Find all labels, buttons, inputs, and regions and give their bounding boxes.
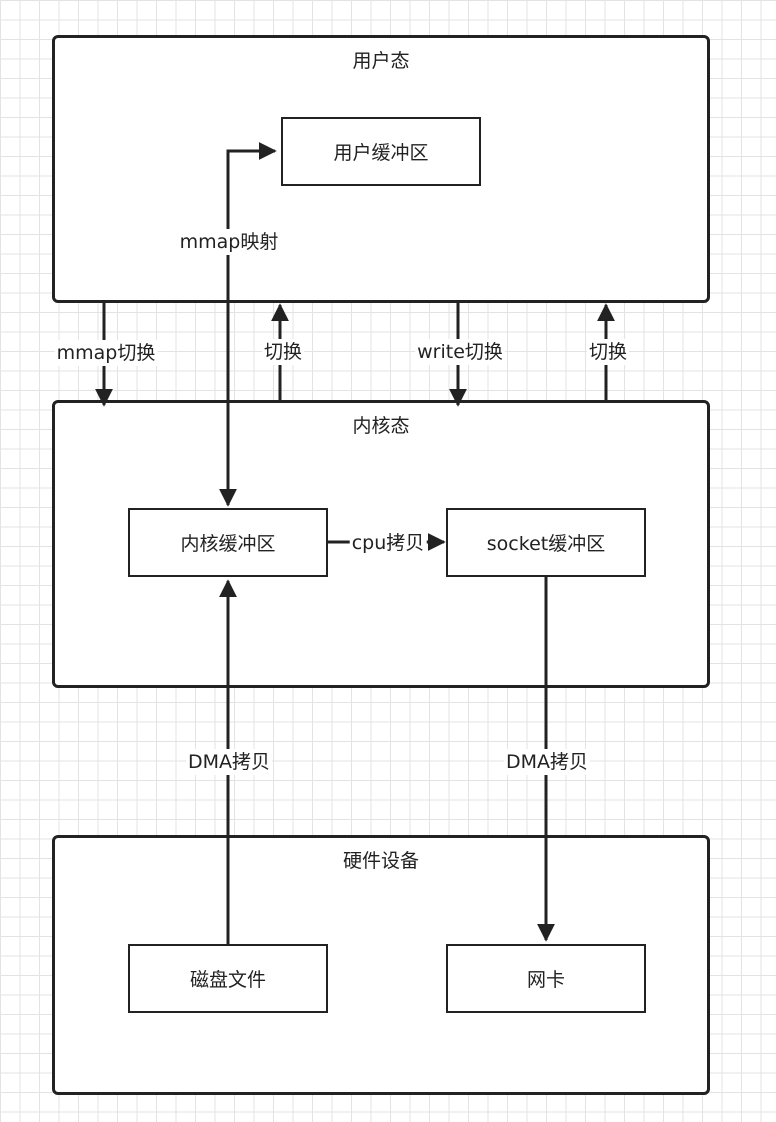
- mmap-mapping-arrow: [226, 142, 277, 496]
- switch-up-label-1: 切换: [261, 339, 305, 365]
- kernel-buffer-box: 内核缓冲区: [128, 508, 328, 577]
- nic-box: 网卡: [446, 944, 646, 1013]
- kernel-space-title: 内核态: [352, 415, 410, 437]
- socket-buffer-box: socket缓冲区: [446, 508, 646, 577]
- dma-copy-disk-label: DMA拷贝: [185, 749, 273, 775]
- disk-file-box: 磁盘文件: [128, 944, 328, 1013]
- mmap-switch-label: mmap切换: [54, 340, 158, 366]
- switch-up-label-2: 切换: [586, 339, 630, 365]
- mmap-mapping-label: mmap映射: [177, 229, 281, 255]
- cpu-copy-label: cpu拷贝: [349, 530, 427, 556]
- user-space-title: 用户态: [352, 50, 410, 72]
- user-buffer-box: 用户缓冲区: [281, 117, 481, 186]
- hardware-title: 硬件设备: [342, 850, 419, 872]
- dma-copy-nic-label: DMA拷贝: [503, 749, 591, 775]
- write-switch-label: write切换: [415, 339, 505, 365]
